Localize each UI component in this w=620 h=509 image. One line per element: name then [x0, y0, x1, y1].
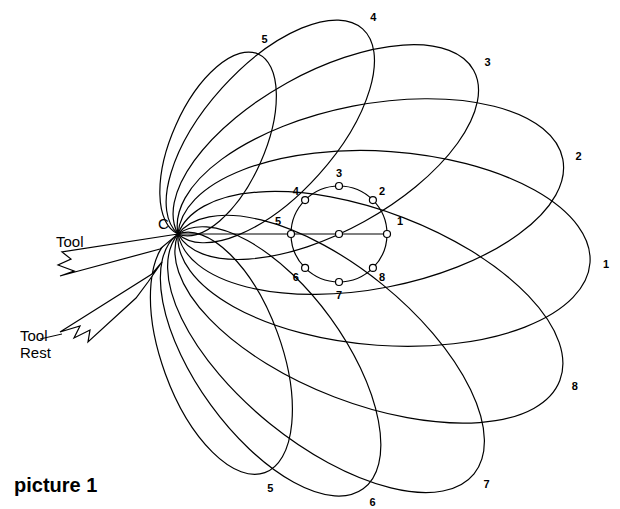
callout-number: 4	[370, 11, 376, 23]
orbit-point	[384, 231, 391, 238]
callout-number: 2	[379, 185, 385, 197]
callout-number: 3	[336, 167, 342, 179]
callout-number: 3	[485, 56, 491, 68]
center-point	[336, 231, 343, 238]
center-line	[178, 233, 387, 234]
ellipse-path	[160, 69, 580, 325]
orbit-point	[288, 231, 295, 238]
caption: picture 1	[14, 474, 97, 496]
callout-number: 2	[575, 150, 581, 162]
callout-number: 5	[262, 33, 268, 45]
ellipse-path	[136, 35, 301, 253]
callout-number: 6	[370, 496, 376, 508]
callout-number: 7	[483, 478, 489, 490]
ellipse-path	[122, 214, 321, 494]
orbit-point	[336, 183, 343, 190]
ellipse-path	[171, 137, 597, 360]
ellipse-path	[122, 164, 531, 509]
callout-number: 8	[572, 380, 578, 392]
part-label: Tool Rest	[20, 328, 60, 361]
orbit-point	[336, 279, 343, 286]
ellipse-path	[144, 144, 595, 470]
callout-number: 6	[293, 271, 299, 283]
tool-rest-shape	[60, 262, 162, 342]
callout-number: 1	[397, 215, 403, 227]
callout-number: 7	[336, 289, 342, 301]
callout-number: 8	[379, 271, 385, 283]
callout-number: 4	[293, 185, 299, 197]
orbit-point	[369, 264, 376, 271]
callout-number: 5	[267, 482, 273, 494]
part-label: Tool	[56, 234, 84, 251]
part-label: C	[158, 216, 169, 233]
callout-number: 1	[603, 258, 609, 270]
orbit-point	[302, 264, 309, 271]
callout-number: 5	[275, 215, 281, 227]
orbit-point	[302, 197, 309, 204]
orbit-point	[369, 197, 376, 204]
